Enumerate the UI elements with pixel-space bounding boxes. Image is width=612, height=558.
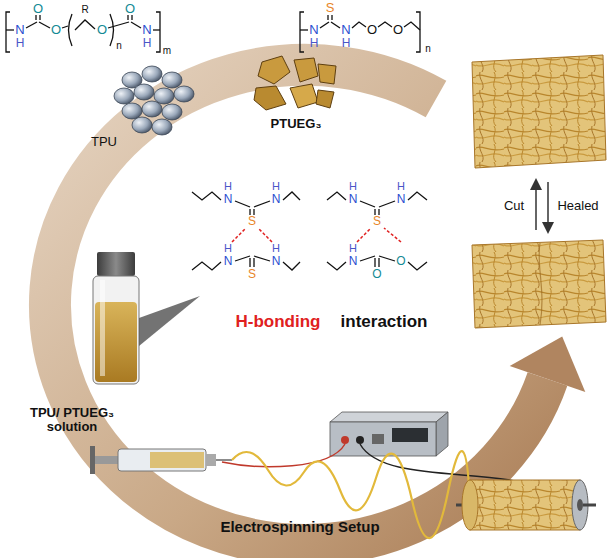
atom-label: H [349,242,357,254]
atom-label: N [272,193,281,206]
heading-label: interaction [341,313,428,332]
atom-label: S [248,215,256,228]
material-label: PTUEG₃ [271,117,322,131]
atom-label: S [326,1,335,15]
atom-label: H [224,180,232,192]
fiber-mat [472,55,606,328]
subscript-label: m [163,45,171,56]
atom-label: H [397,180,405,192]
atom-label: O [372,268,381,281]
atom-label: N [15,23,24,37]
atom-label: O [396,255,405,268]
atom-label: H [342,37,351,50]
atom-label: O [125,2,135,16]
tpu-pellets [114,66,194,135]
cut-heal-arrows [536,182,548,230]
tpu-structure [6,12,160,52]
atom-label: H [272,180,280,192]
atom-label: N [341,23,350,37]
atom-label: O [367,23,377,37]
power-supply [330,412,448,456]
hydrogen-bonds [232,228,401,242]
atom-label: H [349,180,357,192]
hbond-motif [192,192,427,270]
atom-label: O [33,2,43,16]
atom-label: N [397,193,406,206]
atom-label: H [16,37,25,50]
atom-label: O [51,23,61,37]
atom-label: N [349,255,358,268]
atom-label: H [272,242,280,254]
callout-wedge [139,296,200,346]
atom-label: N [309,23,318,37]
process-label: Cut [504,199,524,213]
subscript-label: n [425,43,431,54]
ptueg3-chunks [254,56,336,110]
atom-label: N [349,193,358,206]
atom-label: S [373,215,381,228]
atom-label: H [224,242,232,254]
material-label: TPU/ PTUEG₃ solution [20,406,124,435]
highlight-label: H-bonding [236,313,321,332]
atom-label: N [142,23,151,37]
atom-label: H [143,37,152,50]
subscript-label: n [116,40,122,51]
solution-vial [93,252,139,384]
wires [222,444,520,482]
material-label: TPU [91,135,117,149]
setup-label: Electrospinning Setup [220,519,379,536]
ptueg3-structure [300,12,420,52]
atom-label: N [224,255,233,268]
syringe [90,446,232,474]
atom-label: O [97,23,107,37]
atom-label: N [224,193,233,206]
atom-label: S [248,268,256,281]
atom-label: O [393,23,403,37]
atom-label: R [81,4,88,15]
atom-label: H [310,37,319,50]
atom-label: N [272,255,281,268]
process-label: Healed [557,199,598,213]
collector-drum [456,480,596,530]
